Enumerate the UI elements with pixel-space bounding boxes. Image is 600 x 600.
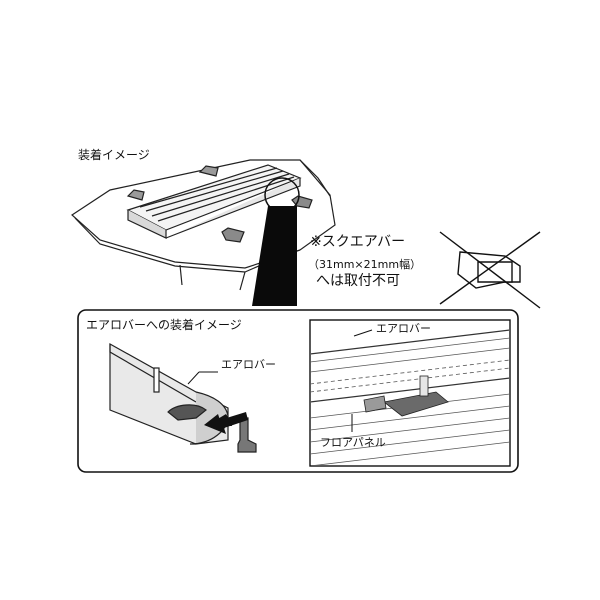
floor-panel-illustration [311, 329, 509, 465]
square-bar-note-line2: （31mm×21mm幅） [308, 258, 422, 271]
aero-bar-illustration [109, 342, 257, 453]
square-bar-note-line3: へは取付不可 [316, 273, 400, 289]
square-bar-crossed-icon [439, 231, 541, 309]
zoom-beam [252, 206, 297, 306]
square-bar-note-line1: ※スクエアバー [310, 234, 406, 250]
aero-bar-label-right: エアロバー [376, 322, 431, 335]
aero-bar-label-left: エアロバー [221, 358, 276, 371]
aero-panel-title: エアロバーへの装着イメージ [86, 318, 242, 332]
aero-bar-leader-right [353, 329, 373, 337]
floor-panel-label: フロアパネル [320, 436, 386, 449]
car-roof-illustration [71, 159, 336, 291]
install-image-label: 装着イメージ [78, 148, 150, 162]
